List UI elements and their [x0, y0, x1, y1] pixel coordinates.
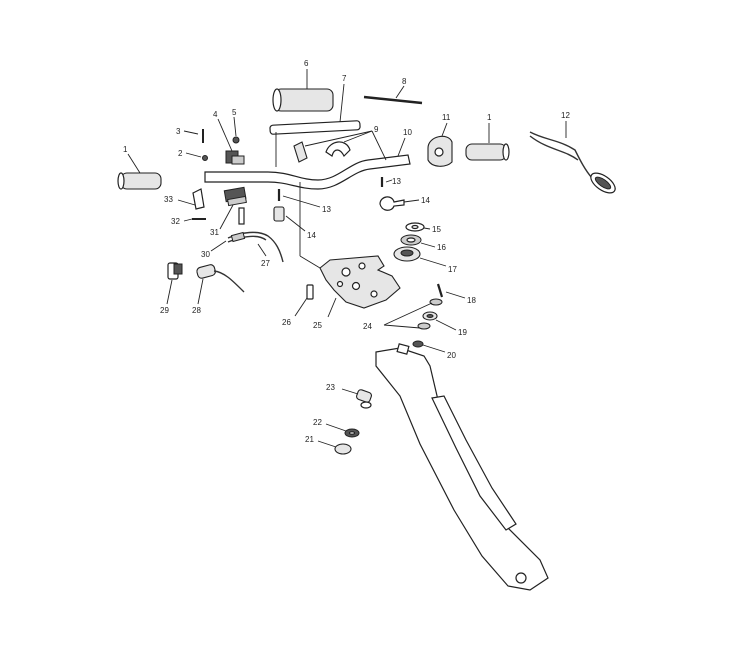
callout-5: 5 [232, 108, 237, 117]
callout-32: 32 [171, 217, 180, 226]
callout-24: 24 [363, 322, 372, 331]
part-23-bushing [356, 389, 372, 409]
callout-23: 23 [326, 383, 335, 392]
part-18-bolt [436, 283, 444, 298]
part-33-bracket [192, 188, 205, 210]
part-20-nut [412, 340, 424, 348]
steering-arm [375, 343, 549, 591]
callout-14-left: 14 [307, 231, 316, 240]
part-17-bearing [393, 246, 421, 262]
part-31-throttle-housing [223, 186, 247, 207]
part-2-nut [202, 155, 208, 161]
part-1-right-grip [465, 143, 510, 161]
part-29-switch [167, 262, 183, 280]
callout-14-right: 14 [421, 196, 430, 205]
part-11-mount-block [427, 135, 453, 167]
callout-25: 25 [313, 321, 322, 330]
callout-1-left: 1 [123, 145, 128, 154]
part-5-nut [232, 136, 240, 144]
part-7-bar-pad [269, 120, 361, 167]
part-10-handlebar [204, 154, 411, 190]
callout-3: 3 [176, 127, 181, 136]
callout-31: 31 [210, 228, 219, 237]
part-27-throttle-cable [227, 231, 284, 263]
part-24-washer-bottom [417, 322, 431, 330]
part-21-cap [334, 443, 352, 455]
callout-29: 29 [160, 306, 169, 315]
callout-6: 6 [304, 59, 309, 68]
part-22-nut [344, 428, 360, 438]
callout-11: 11 [442, 113, 451, 122]
callout-2: 2 [178, 149, 183, 158]
callout-7: 7 [342, 74, 347, 83]
callout-13-left: 13 [322, 205, 331, 214]
callout-15: 15 [432, 225, 441, 234]
part-14-left-bushing [273, 206, 285, 222]
part-24-washer-top [429, 298, 443, 306]
part-14-right-clip [379, 196, 405, 211]
callout-9: 9 [374, 125, 379, 134]
part-25-mounting-plate [319, 255, 401, 309]
part-15-washer [405, 222, 425, 232]
callout-26: 26 [282, 318, 291, 327]
callout-10: 10 [403, 128, 412, 137]
callout-33: 33 [164, 195, 173, 204]
callout-18: 18 [467, 296, 476, 305]
callout-12: 12 [561, 111, 570, 120]
callout-28: 28 [192, 306, 201, 315]
part-6-grip [272, 88, 334, 112]
callout-21: 21 [305, 435, 314, 444]
callout-19: 19 [458, 328, 467, 337]
callout-13-right: 13 [392, 177, 401, 186]
part-12-tether-cord [529, 131, 616, 194]
part-1-left-grip [117, 172, 162, 190]
callout-8: 8 [402, 77, 407, 86]
callout-4: 4 [213, 110, 218, 119]
part-4-switch [225, 150, 245, 165]
callout-20: 20 [447, 351, 456, 360]
part-8-pin [363, 95, 423, 105]
part-19-bushing [422, 311, 438, 321]
callout-1-right: 1 [487, 113, 492, 122]
callout-16: 16 [437, 243, 446, 252]
part-9-clamps [293, 141, 351, 163]
callout-22: 22 [313, 418, 322, 427]
part-28-connector [196, 264, 245, 293]
part-26-pin [306, 284, 314, 300]
callout-30: 30 [201, 250, 210, 259]
callout-27: 27 [261, 259, 270, 268]
callout-17: 17 [448, 265, 457, 274]
part-16-washer [400, 234, 422, 246]
